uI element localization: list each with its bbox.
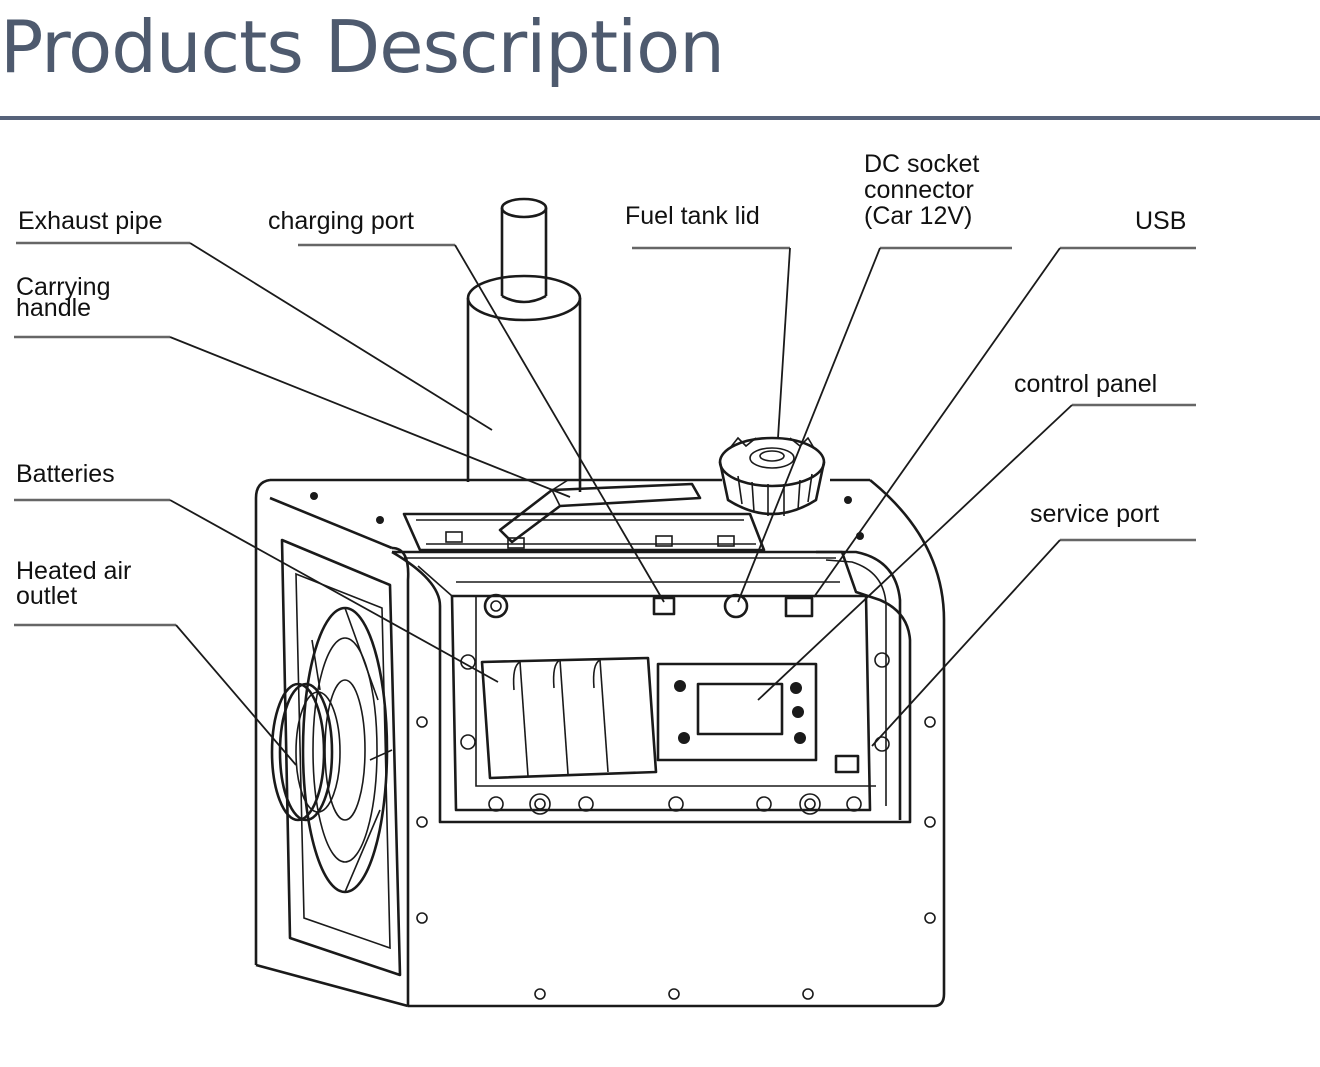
usb-port [784, 596, 814, 618]
label-service-port: service port [1030, 500, 1159, 528]
carrying-handle [498, 479, 702, 544]
label-dc-socket-line3: (Car 12V) [864, 202, 972, 230]
heated-air-outlet [270, 538, 402, 977]
heater-housing [254, 478, 946, 1008]
label-heated-air-line2: outlet [16, 582, 77, 610]
label-fuel-tank-lid: Fuel tank lid [625, 202, 760, 230]
exhaust-pipe [466, 197, 582, 492]
label-dc-socket-line2: connector [864, 176, 974, 204]
label-control-panel: control panel [1014, 370, 1157, 398]
front-panel [391, 550, 912, 824]
control-panel [656, 662, 818, 762]
top-cover [402, 479, 766, 552]
label-carrying-handle-line2: handle [16, 294, 91, 322]
label-dc-socket-line1: DC socket [864, 150, 979, 178]
screws [310, 492, 936, 1000]
leader-lines [14, 241, 1196, 766]
label-exhaust-pipe: Exhaust pipe [18, 207, 163, 235]
page-title: Products Description [0, 5, 725, 89]
heater-illustration [254, 197, 946, 1008]
label-carrying-handle-line1: Carrying [16, 273, 110, 301]
label-charging-port: charging port [268, 207, 414, 235]
title-divider [0, 116, 1320, 120]
service-port [834, 754, 860, 774]
label-heated-air-line1: Heated air [16, 557, 131, 585]
charging-port [652, 596, 676, 616]
label-usb: USB [1135, 207, 1186, 235]
label-batteries: Batteries [16, 460, 115, 488]
batteries [480, 656, 658, 780]
dc-socket [723, 593, 749, 619]
power-button [483, 593, 509, 619]
callout-labels: Exhaust pipe charging port Fuel tank lid… [16, 150, 1186, 610]
fuel-tank-lid [718, 436, 826, 516]
port-row [483, 593, 860, 774]
